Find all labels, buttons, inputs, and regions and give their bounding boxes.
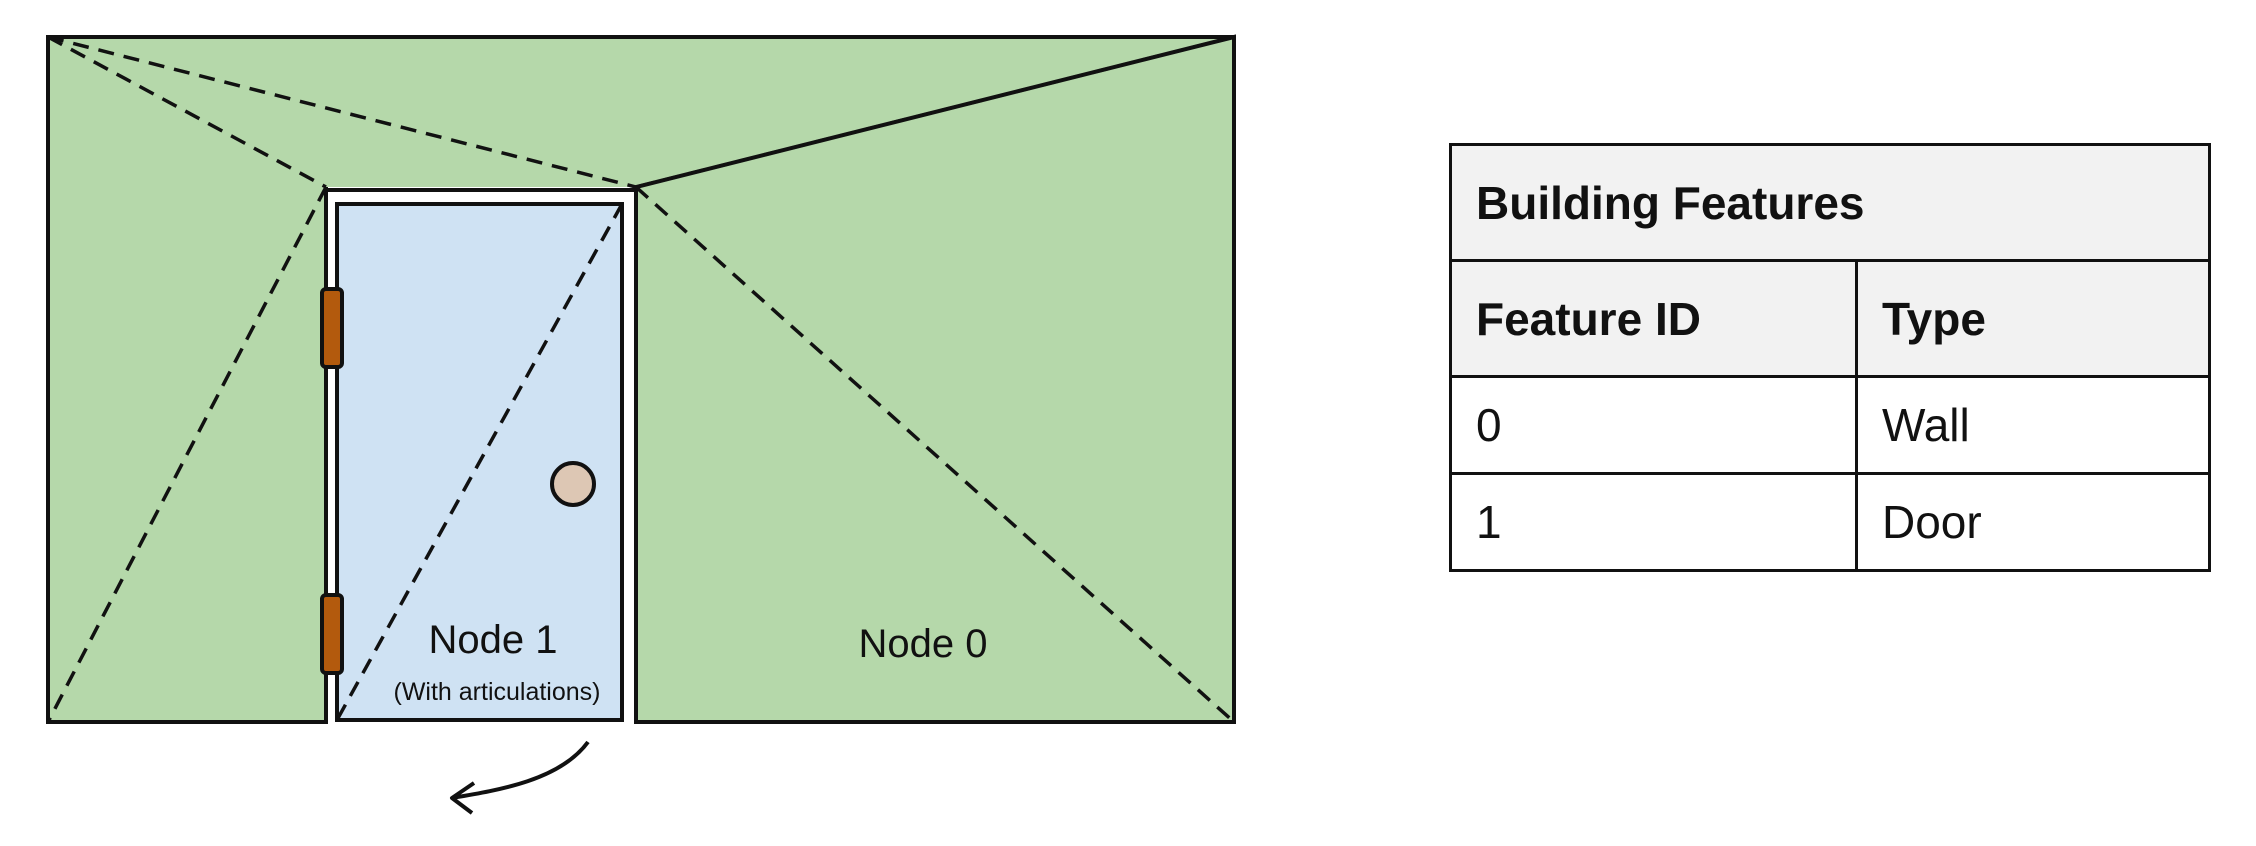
door-frame — [324, 188, 638, 722]
hinge-top — [320, 287, 344, 369]
node-1-label: Node 1 — [429, 618, 558, 662]
swing-arrow — [451, 740, 590, 800]
dash-line — [335, 203, 624, 721]
door-knob — [550, 461, 596, 507]
column-header-type: Type — [1854, 259, 2212, 378]
cell-feature-id: 1 — [1449, 472, 1858, 572]
table-title-row: Building Features — [1448, 143, 2212, 262]
dash-line — [47, 35, 327, 189]
building-features-table: Building Features Feature ID Type 0 Wall… — [1448, 143, 2212, 572]
swing-arrowhead — [450, 781, 476, 815]
table-title: Building Features — [1448, 143, 2212, 262]
table-header-row: Feature ID Type — [1449, 259, 2212, 378]
dash-line — [46, 186, 328, 723]
cell-feature-id: 0 — [1449, 375, 1858, 475]
cell-type: Wall — [1854, 375, 2212, 475]
column-header-feature-id: Feature ID — [1449, 259, 1858, 378]
wall-outline-top — [46, 35, 1236, 722]
dashed-triangulation — [46, 35, 1236, 724]
node-1-note: (With articulations) — [394, 678, 601, 706]
table-row: 0 Wall — [1449, 375, 2212, 475]
cell-type: Door — [1854, 472, 2212, 572]
dash-line — [47, 35, 637, 189]
node-0-label: Node 0 — [859, 622, 988, 666]
hinge-bottom — [320, 593, 344, 675]
building-diagram: Node 1 (With articulations) Node 0 — [46, 34, 1236, 815]
wall-top-segment — [48, 37, 1234, 187]
table-row: 1 Door — [1449, 472, 2212, 572]
dash-line — [634, 185, 1236, 724]
